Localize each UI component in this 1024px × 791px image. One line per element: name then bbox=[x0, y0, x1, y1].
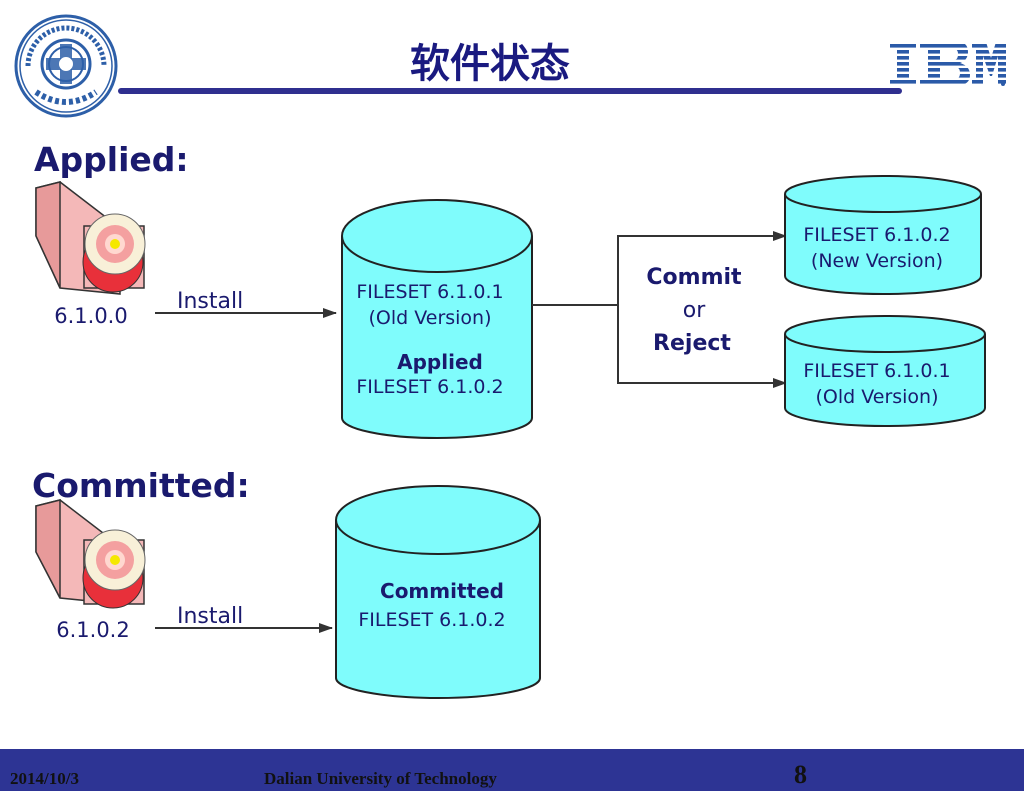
page-number: 8 bbox=[794, 760, 807, 789]
new-version-line2: (New Version) bbox=[811, 250, 943, 272]
old-version-cylinder bbox=[784, 315, 986, 427]
applied-state-label: Applied bbox=[397, 350, 483, 374]
reject-arrow bbox=[617, 305, 787, 388]
old-version-line1: FILESET 6.1.0.1 bbox=[803, 360, 950, 382]
or-label: or bbox=[683, 298, 706, 323]
commit-arrow bbox=[617, 231, 787, 305]
package-icon-applied bbox=[35, 181, 146, 295]
package-icon-committed bbox=[35, 499, 146, 609]
ibm-logo bbox=[890, 42, 1006, 86]
footer-date: 2014/10/3 bbox=[10, 769, 79, 788]
applied-store-line2: (Old Version) bbox=[368, 307, 491, 329]
applied-store-line3: FILESET 6.1.0.2 bbox=[356, 376, 503, 398]
committed-store-line1: FILESET 6.1.0.2 bbox=[358, 609, 505, 631]
commit-label: Commit bbox=[646, 265, 742, 290]
university-logo bbox=[14, 14, 118, 118]
section-heading-applied: Applied: bbox=[34, 140, 189, 179]
committed-fileset-cylinder bbox=[335, 485, 541, 699]
section-heading-committed: Committed: bbox=[32, 466, 250, 505]
title-underline bbox=[118, 88, 902, 94]
install-label-applied: Install bbox=[177, 289, 243, 314]
install-label-committed: Install bbox=[177, 604, 243, 629]
reject-label: Reject bbox=[653, 331, 731, 356]
footer-organization: Dalian University of Technology bbox=[264, 769, 497, 788]
committed-state-label: Committed bbox=[380, 579, 504, 603]
old-version-line2: (Old Version) bbox=[815, 386, 938, 408]
applied-fileset-cylinder bbox=[341, 199, 533, 439]
package-version-committed: 6.1.0.2 bbox=[56, 618, 129, 642]
applied-store-line1: FILESET 6.1.0.1 bbox=[356, 281, 503, 303]
package-version-applied: 6.1.0.0 bbox=[54, 304, 127, 328]
new-version-cylinder bbox=[784, 175, 982, 295]
footer-bar bbox=[0, 749, 1024, 791]
new-version-line1: FILESET 6.1.0.2 bbox=[803, 224, 950, 246]
page-title: 软件状态 bbox=[410, 41, 570, 87]
